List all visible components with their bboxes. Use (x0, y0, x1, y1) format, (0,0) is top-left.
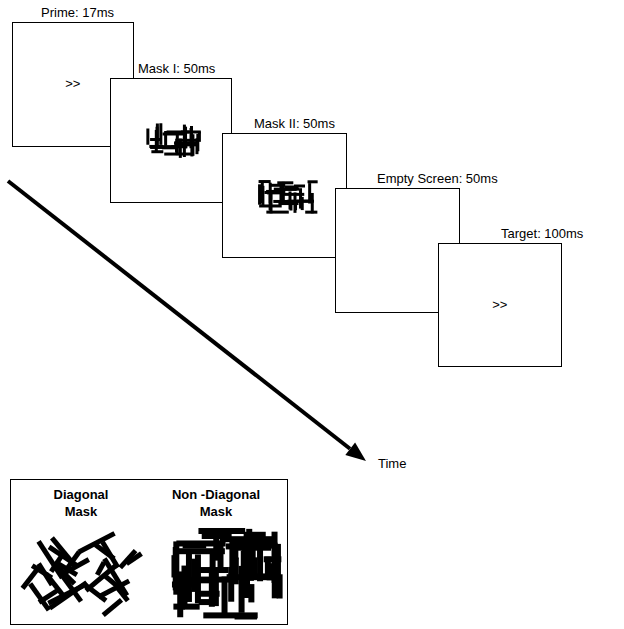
mask-bar (95, 545, 114, 559)
screen-frame: Mask II: 50ms (222, 133, 347, 258)
mask-bar (99, 581, 130, 597)
mask-bar (181, 130, 201, 133)
mask-bar (261, 186, 264, 206)
screen-caption: Empty Screen: 50ms (377, 171, 498, 187)
time-arrow-head (345, 442, 366, 461)
mask-bar (267, 191, 284, 194)
screen-caption: Mask I: 50ms (138, 61, 215, 77)
mask-bar (55, 564, 75, 584)
mask-bar (232, 541, 238, 559)
mask-legend-box: Diagonal Mask Non -Diagonal Mask (10, 479, 288, 625)
mask-bar (183, 542, 207, 548)
axis-label: Time (378, 456, 406, 472)
mask-bar (156, 127, 159, 142)
mask-bar (245, 533, 251, 565)
screen-caption: Target: 100ms (501, 226, 583, 242)
mask-bar (150, 146, 169, 149)
mask-bar (258, 184, 261, 204)
arrow-stimulus: >> (492, 297, 507, 313)
mask-bar (251, 557, 257, 574)
non-diagonal-mask (171, 528, 282, 620)
mask-bar (146, 129, 149, 145)
diagonal-mask (23, 533, 142, 615)
mask-bar (159, 123, 162, 145)
mask-bar (266, 211, 288, 214)
screen-caption: Mask II: 50ms (254, 116, 335, 132)
mask-bar (305, 211, 317, 214)
mask-bar (97, 562, 104, 575)
mask-bar (267, 563, 273, 580)
mask-bar (127, 554, 142, 564)
mask-bar (164, 153, 191, 156)
mask-bar (177, 571, 183, 617)
mask-bar (174, 143, 197, 146)
mask-bar (39, 564, 52, 585)
screen-caption: Prime: 17ms (41, 5, 114, 21)
mask-bar (257, 533, 263, 581)
mask-bar (308, 180, 318, 183)
mask-bar (275, 544, 281, 595)
mask-bar (222, 577, 228, 614)
arrow-stimulus: >> (65, 76, 80, 92)
mask-bar (259, 543, 277, 549)
mask-heading: Diagonal Mask (41, 486, 121, 520)
mask-bar (299, 188, 302, 208)
screen-frame: Mask I: 50ms (110, 78, 232, 203)
mask-bar (259, 180, 271, 183)
mask-bar (210, 552, 216, 575)
mask-bar (86, 565, 116, 590)
mask-bar (198, 528, 245, 534)
mask-bar (203, 612, 257, 618)
mask-bar (30, 584, 49, 610)
mask-bar (65, 552, 79, 571)
mask-heading: Non -Diagonal Mask (161, 486, 271, 520)
non-diagonal-mask (146, 123, 201, 158)
mask-picture (223, 134, 348, 259)
mask-bar (294, 184, 305, 187)
mask-bar (103, 600, 121, 615)
mask-bar (228, 567, 234, 602)
mask-bar (311, 193, 314, 213)
mask-picture (111, 79, 233, 204)
mask-bar (156, 123, 159, 145)
mask-bar (287, 200, 312, 203)
non-diagonal-mask (258, 180, 318, 214)
mask-bar (197, 591, 219, 597)
screen-frame: Target: 100ms>> (438, 243, 562, 367)
